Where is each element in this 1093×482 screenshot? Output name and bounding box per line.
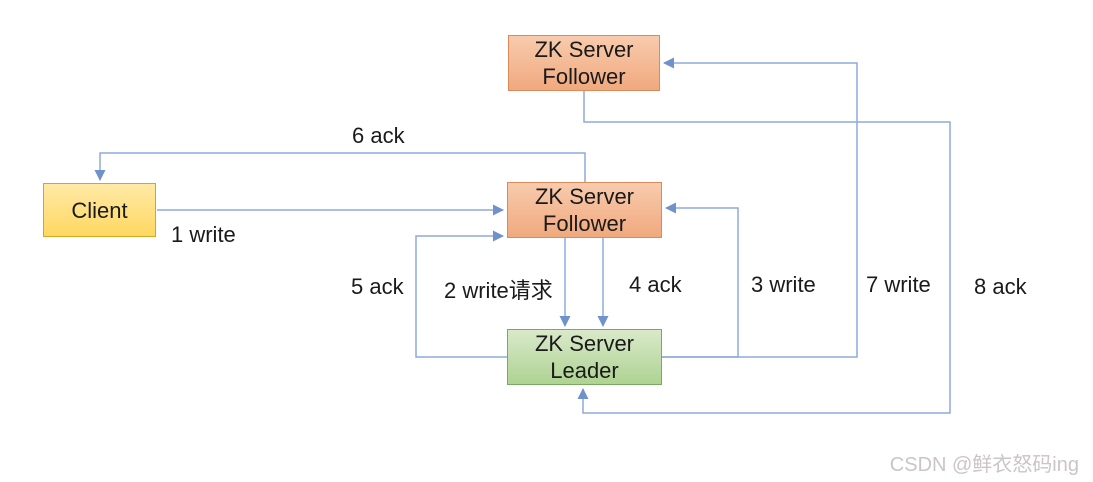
edge-label-1-write: 1 write <box>171 222 236 247</box>
edge-label-3-write: 3 write <box>751 272 816 297</box>
node-client: Client <box>43 183 156 237</box>
edge-8-ack-line <box>577 91 951 414</box>
edge-label-7-write: 7 write <box>866 272 931 297</box>
node-zk-server-follower-mid: ZK Server Follower <box>507 182 662 238</box>
edge-label-2-write-request: 2 write请求 <box>444 278 553 303</box>
edge-label-8-ack: 8 ack <box>974 274 1027 299</box>
edge-label-5-ack: 5 ack <box>351 274 404 299</box>
edge-7-write-line <box>662 57 858 358</box>
edge-label-6-ack: 6 ack <box>352 123 405 148</box>
node-zk-server-follower-top: ZK Server Follower <box>508 35 660 91</box>
csdn-watermark: CSDN @鲜衣怒码ing <box>889 454 1079 476</box>
edge-label-4-ack: 4 ack <box>629 272 682 297</box>
node-zk-server-leader: ZK Server Leader <box>507 329 662 385</box>
edge-5-ack-line <box>415 230 507 358</box>
edge-6-ack-line <box>94 152 586 182</box>
